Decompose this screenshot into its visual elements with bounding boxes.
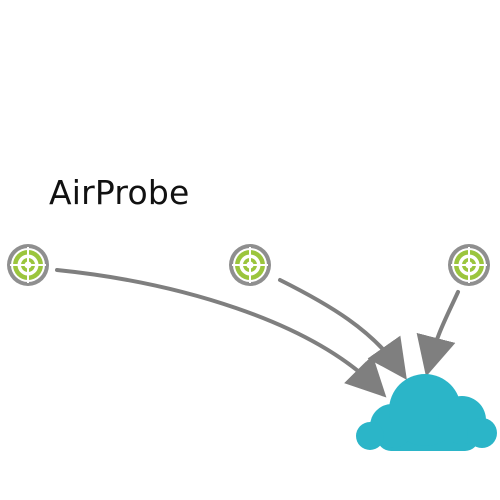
arrows	[55, 268, 460, 398]
arrow-probe-2-to-cloud	[278, 278, 407, 380]
target-probe-icon	[7, 244, 49, 286]
cloud-icon	[356, 374, 497, 451]
target-probe-icon	[229, 244, 271, 286]
arrow-probe-1-to-cloud	[55, 268, 387, 398]
target-probe-icon	[448, 244, 490, 286]
arrow-probe-3-to-cloud	[416, 290, 460, 377]
diagram-title: AirProbe	[49, 173, 190, 212]
